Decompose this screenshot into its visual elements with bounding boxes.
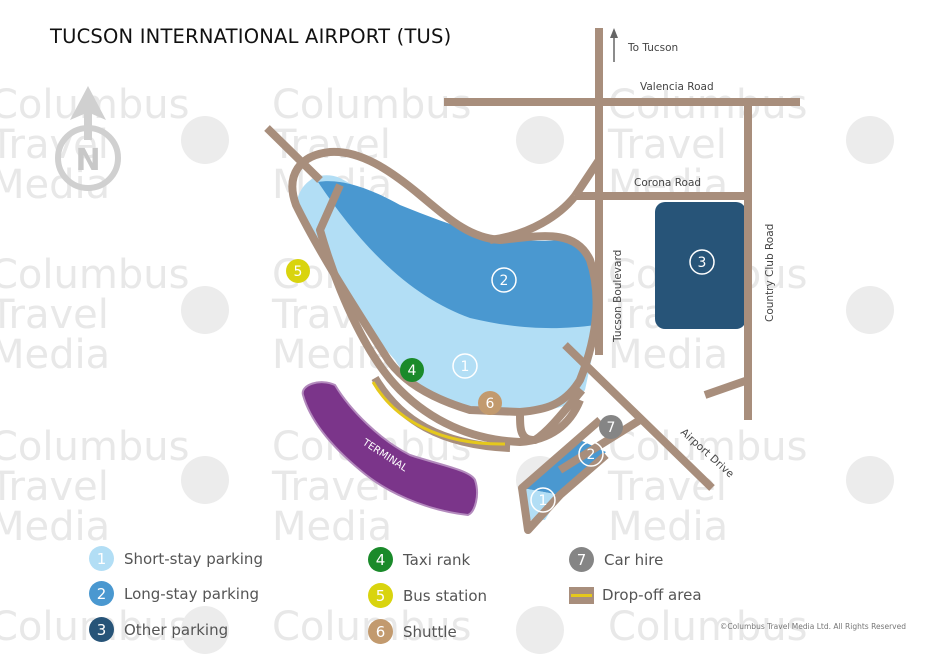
marker-long-stay-small: 2 <box>578 441 604 467</box>
svg-text:Travel: Travel <box>0 292 109 338</box>
corona-road-label: Corona Road <box>634 177 701 189</box>
svg-text:Travel: Travel <box>0 464 109 510</box>
north-arrow-icon <box>610 28 618 62</box>
legend-label: Bus station <box>403 586 488 605</box>
svg-text:1: 1 <box>461 359 470 375</box>
legend-label: Car hire <box>604 550 664 569</box>
legend-label: Long-stay parking <box>124 584 260 603</box>
svg-text:Travel: Travel <box>607 122 727 168</box>
legend-label: Other parking <box>124 620 229 639</box>
drop-off-swatch-icon <box>569 586 594 604</box>
northwest-road <box>264 125 323 183</box>
legend-item-other-parking: 3 Other parking <box>89 617 228 642</box>
road-north-link <box>571 157 603 199</box>
svg-text:Media: Media <box>608 162 728 208</box>
svg-text:7: 7 <box>607 420 616 436</box>
copyright-notice: ©Columbus Travel Media Ltd. All Rights R… <box>719 622 906 631</box>
legend-item-long-stay: 2 Long-stay parking <box>89 581 259 606</box>
map-markers: 1 2 3 4 5 6 7 2 1 <box>286 249 715 513</box>
legend-label: Taxi rank <box>403 550 471 569</box>
marker-taxi-rank: 4 <box>400 358 424 382</box>
airport-drive <box>562 342 715 491</box>
legend-badge: 7 <box>569 547 594 572</box>
marker-long-stay-main: 2 <box>491 267 517 293</box>
legend-item-drop-off: Drop-off area <box>569 586 702 604</box>
svg-text:1: 1 <box>539 493 548 509</box>
southeast-spur <box>518 416 609 534</box>
svg-text:Media: Media <box>0 332 110 378</box>
long-stay-parking-area <box>318 181 600 329</box>
other-parking-area <box>655 202 746 329</box>
svg-text:Columbus: Columbus <box>0 252 189 298</box>
svg-text:6: 6 <box>486 396 495 412</box>
marker-bus-station: 5 <box>286 259 310 283</box>
marker-other-parking: 3 <box>689 249 715 275</box>
svg-text:2: 2 <box>500 273 509 289</box>
inner-loop-road <box>316 183 584 446</box>
drop-off-area-line <box>371 381 506 446</box>
legend-item-shuttle: 6 Shuttle <box>368 619 457 644</box>
marker-shuttle: 6 <box>478 391 502 415</box>
svg-text:Media: Media <box>608 504 728 550</box>
legend-badge: 6 <box>368 619 393 644</box>
legend-label: Drop-off area <box>602 586 702 604</box>
svg-text:Media: Media <box>608 332 728 378</box>
legend-badge: 5 <box>368 583 393 608</box>
south-access-road <box>516 387 586 444</box>
road-east-link <box>703 376 750 399</box>
svg-text:5: 5 <box>294 264 303 280</box>
map-title: TUCSON INTERNATIONAL AIRPORT (TUS) <box>50 25 452 48</box>
svg-text:Media: Media <box>0 504 110 550</box>
svg-text:4: 4 <box>408 363 417 379</box>
roads <box>264 28 800 534</box>
compass-label: N <box>75 143 100 178</box>
to-tucson-label: To Tucson <box>627 42 678 54</box>
valencia-road-label: Valencia Road <box>640 81 714 93</box>
marker-short-stay-main: 1 <box>452 353 478 379</box>
country-club-road-label: Country Club Road <box>764 224 776 322</box>
tucson-boulevard-label: Tucson Boulevard <box>612 250 624 343</box>
svg-text:Columbus: Columbus <box>608 604 807 650</box>
legend-item-short-stay: 1 Short-stay parking <box>89 546 263 571</box>
legend-badge: 4 <box>368 547 393 572</box>
legend-badge: 1 <box>89 546 114 571</box>
marker-car-hire: 7 <box>599 415 623 439</box>
legend-badge: 3 <box>89 617 114 642</box>
legend-item-taxi-rank: 4 Taxi rank <box>368 547 470 572</box>
outer-loop-road <box>288 147 601 416</box>
svg-text:Columbus: Columbus <box>0 424 189 470</box>
legend-item-bus-station: 5 Bus station <box>368 583 487 608</box>
legend-badge: 2 <box>89 581 114 606</box>
compass-icon: N <box>55 86 121 191</box>
marker-short-stay-small: 1 <box>530 487 556 513</box>
legend-item-car-hire: 7 Car hire <box>569 547 663 572</box>
legend-label: Short-stay parking <box>124 549 263 568</box>
svg-text:2: 2 <box>587 447 596 463</box>
legend-label: Shuttle <box>403 622 457 641</box>
svg-text:3: 3 <box>698 255 707 271</box>
parking-areas <box>296 175 746 520</box>
svg-text:Media: Media <box>272 504 392 550</box>
svg-text:Columbus: Columbus <box>272 82 471 128</box>
svg-text:Columbus: Columbus <box>608 424 807 470</box>
